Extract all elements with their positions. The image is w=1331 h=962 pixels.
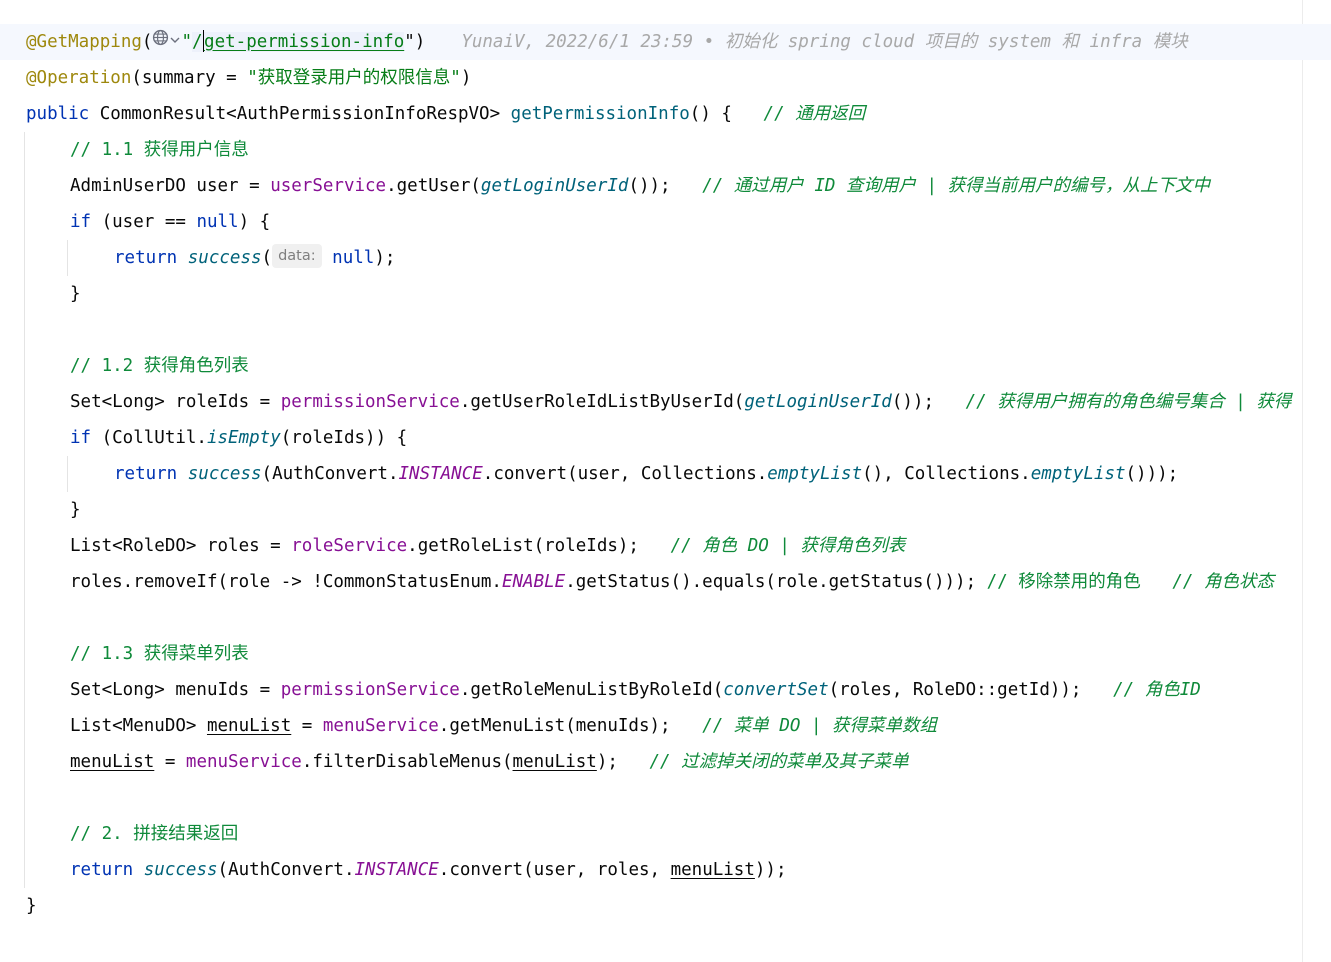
code-line-get-user[interactable]: AdminUserDO user = userService.getUser(g… [70,176,1211,196]
code-line-remove-if[interactable]: roles.removeIf(role -> !CommonStatusEnum… [70,572,1274,592]
annotation-operation: @Operation [26,68,132,88]
code-line-roles[interactable]: List<RoleDO> roles = roleService.getRole… [70,536,906,556]
code-line-close-if2[interactable]: } [70,500,81,520]
code-line-comment-2[interactable]: // 2. 拼接结果返回 [70,824,239,844]
code-line-filter-menus[interactable]: menuList = menuService.filterDisableMenu… [70,752,909,772]
code-line-getmapping[interactable]: @GetMapping("/get-permission-info")Yunai… [0,24,1331,60]
chevron-down-icon[interactable] [169,24,181,59]
code-line-signature[interactable]: public CommonResult<AuthPermissionInfoRe… [26,104,866,124]
code-line-menu-ids[interactable]: Set<Long> menuIds = permissionService.ge… [70,680,1201,700]
annotation-getmapping: @GetMapping [26,32,142,52]
code-line-menu-list[interactable]: List<MenuDO> menuList = menuService.getM… [70,716,938,736]
text-caret [202,29,205,52]
indent-guide-method [24,132,25,888]
git-blame-annotation[interactable]: YunaiV, 2022/6/1 23:59 • 初始化 spring clou… [461,32,1188,52]
code-line-comment-1-1[interactable]: // 1.1 获得用户信息 [70,140,249,160]
indent-guide-if2 [67,456,68,492]
code-line-comment-1-3[interactable]: // 1.3 获得菜单列表 [70,644,249,664]
code-line-if-empty[interactable]: if (CollUtil.isEmpty(roleIds)) { [70,428,408,448]
url-path[interactable]: /get-permission-info [192,29,405,52]
code-line-if-user-null[interactable]: if (user == null) { [70,212,271,232]
code-line-return-null[interactable]: return success(data: null); [0,240,1331,276]
method-name: getPermissionInfo [510,104,690,124]
code-line-close-if1[interactable]: } [70,284,81,304]
code-line-comment-1-2[interactable]: // 1.2 获得角色列表 [70,356,249,376]
code-line-role-ids[interactable]: Set<Long> roleIds = permissionService.ge… [70,392,1292,412]
parameter-hint: data: [272,244,322,268]
globe-icon[interactable] [152,24,169,59]
code-line-operation[interactable]: @Operation(summary = "获取登录用户的权限信息") [26,68,472,88]
indent-guide-if1 [67,240,68,276]
right-margin-guide [1302,0,1303,962]
code-line-return-result[interactable]: return success(AuthConvert.INSTANCE.conv… [70,860,787,880]
code-line-close-method[interactable]: } [26,896,37,916]
code-line-return-empty[interactable]: return success(AuthConvert.INSTANCE.conv… [114,464,1179,484]
